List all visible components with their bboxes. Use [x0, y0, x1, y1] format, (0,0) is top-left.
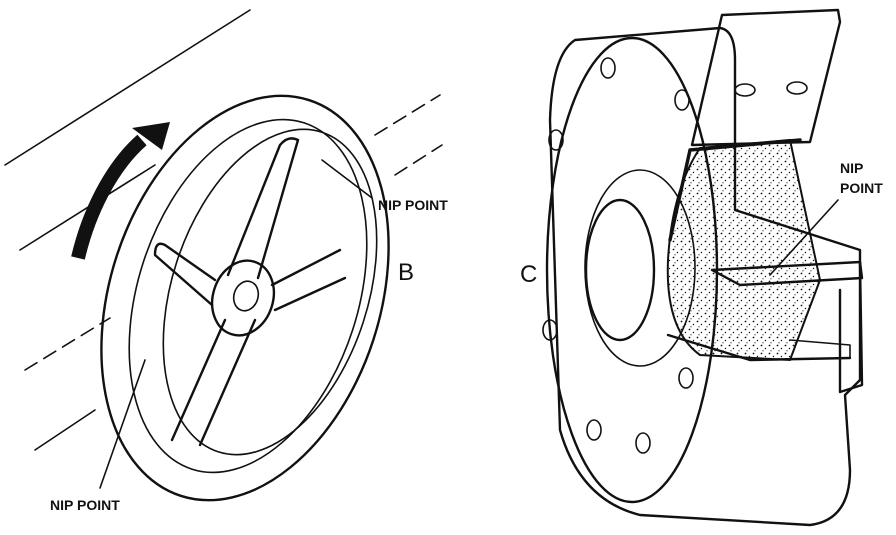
- grinder-hub: [584, 198, 656, 342]
- wheel-spokes: [153, 137, 347, 447]
- leader-line-grinder: [769, 199, 839, 276]
- housing-bolts: [542, 57, 694, 454]
- label-c: C: [520, 261, 537, 288]
- label-b: B: [398, 259, 414, 286]
- handwheel-drawing: NIP POINT NIP POINT B: [4, 9, 448, 513]
- nip-point-label-top: NIP POINT: [378, 197, 448, 213]
- tool-rest: [666, 260, 864, 394]
- curved-arrow-icon: [71, 122, 170, 260]
- leader-line-top: [321, 159, 373, 199]
- wheel-rim-inner: [128, 118, 368, 474]
- wheel-rim-outer: [100, 94, 390, 502]
- grinder-housing: [548, 26, 862, 527]
- grinding-wheel: [666, 138, 822, 362]
- point-label-grinder-line2: POINT: [840, 180, 883, 196]
- nip-label-grinder-line1: NIP: [840, 160, 863, 176]
- wheel-rim-back: [162, 128, 378, 456]
- leader-line-bottom: [99, 359, 146, 489]
- eye-shield: [690, 8, 842, 147]
- nip-point-label-bottom: NIP POINT: [50, 497, 120, 513]
- grinder-drawing: NIP POINT C: [520, 8, 883, 527]
- background-lines: [4, 9, 443, 451]
